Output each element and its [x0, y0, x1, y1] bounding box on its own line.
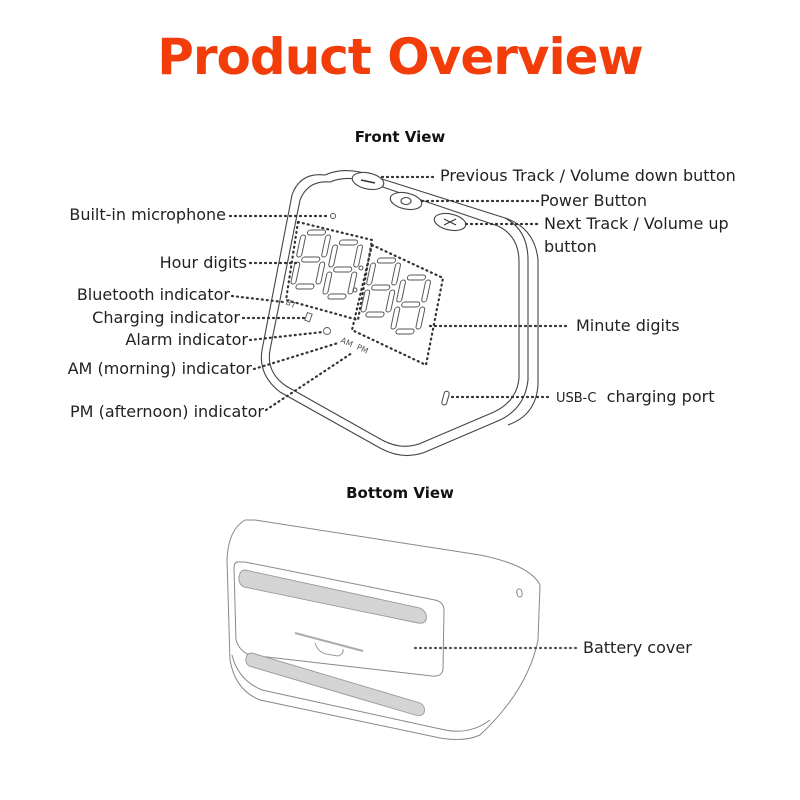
callout-am: AM (morning) indicator — [67, 359, 252, 378]
bottom-view-heading: Bottom View — [346, 484, 454, 502]
hour-digit-2-icon — [322, 239, 363, 300]
callout-usb-c: USB-C charging port — [556, 387, 714, 409]
battery-cover-outline — [233, 561, 445, 677]
callout-alarm: Alarm indicator — [125, 330, 248, 349]
minute-digit-1-icon — [360, 257, 401, 318]
alarm-indicator-icon — [323, 327, 331, 335]
rubber-foot-bottom-icon — [245, 652, 425, 717]
bottom-port-icon — [516, 588, 523, 598]
callout-microphone: Built-in microphone — [69, 205, 226, 224]
device-body-outline — [260, 169, 529, 457]
callout-power-button: Power Button — [540, 191, 648, 210]
usb-c-suffix: charging port — [606, 387, 715, 406]
callout-hour-digits: Hour digits — [159, 253, 247, 272]
microphone-hole-icon — [330, 213, 336, 219]
callout-next-track-line2: button — [544, 237, 597, 256]
callout-minute-digits: Minute digits — [576, 316, 680, 335]
page-title: Product Overview — [157, 28, 644, 86]
callout-battery-cover: Battery cover — [583, 638, 692, 657]
minute-digit-2-icon — [390, 274, 431, 335]
callout-bluetooth: Bluetooth indicator — [76, 285, 230, 304]
hour-digits-region — [284, 220, 374, 322]
charging-indicator-icon — [304, 311, 313, 323]
callout-charging: Charging indicator — [92, 308, 240, 327]
battery-latch-icon — [314, 642, 344, 657]
rubber-foot-top-icon — [238, 569, 427, 624]
callout-pm: PM (afternoon) indicator — [70, 402, 264, 421]
callout-next-track-line1: Next Track / Volume up — [544, 214, 729, 233]
minute-digits-region — [350, 243, 445, 367]
hour-digit-1-icon — [290, 229, 331, 290]
usb-c-port-icon — [441, 390, 450, 406]
power-button-icon — [389, 191, 423, 211]
bluetooth-indicator-icon: BT — [284, 298, 297, 311]
bottom-body-outline — [226, 519, 541, 740]
front-view-heading: Front View — [354, 128, 446, 146]
callout-prev-track: Previous Track / Volume down button — [440, 166, 736, 185]
usb-c-prefix: USB-C — [556, 391, 597, 406]
